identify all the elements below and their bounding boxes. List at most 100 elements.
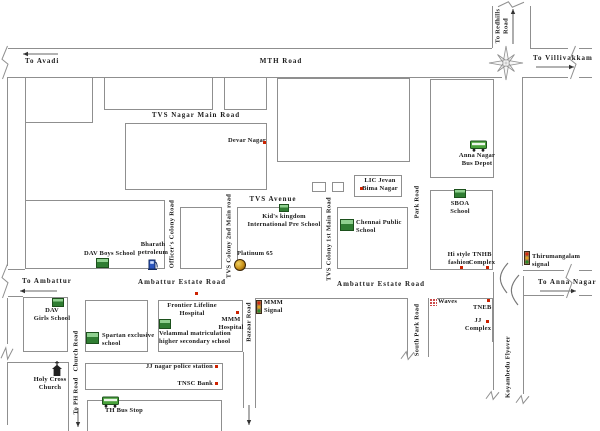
church-road-label: Church Road	[72, 331, 80, 372]
police-bank-block	[85, 363, 223, 390]
building-mark	[332, 182, 344, 192]
road-line	[579, 77, 592, 78]
frontier-lifeline-hospital-label-line: Frontier Lifeline	[167, 302, 217, 309]
park-road-label: Park Road	[413, 186, 421, 219]
road-line	[8, 48, 492, 49]
frontier-block	[158, 300, 243, 352]
tneb-label: TNEB	[473, 304, 492, 312]
tnsc-bank-label: TNSC Bank	[177, 380, 213, 388]
koyambedu-flyover-label-line: Koyambedu Flyover	[504, 336, 512, 398]
bharath-petroleum-icon	[148, 257, 158, 275]
ambattur-estate-road-west-label: Ambattur Estate Road	[138, 278, 226, 286]
city-block	[180, 207, 222, 269]
sboa-block	[430, 190, 493, 270]
tvs-colony-1st-main-road-label: TVS Colony 1st Main Road	[325, 197, 333, 281]
th-bus-stop-label-line: TH Bus Stop	[105, 407, 143, 414]
mmm-hospital-label-line: MMM	[221, 316, 241, 323]
road-line	[8, 296, 23, 297]
lic-jevan-bima-nagar-label-line: LIC Jevan	[364, 177, 396, 184]
flyover-arcs	[499, 262, 520, 306]
bus-stop-block	[87, 400, 222, 431]
velammal-school-label-line: Velammal matriculation	[159, 330, 231, 337]
sboa-school-icon	[454, 189, 466, 198]
waves-label: Waves	[438, 298, 457, 306]
hi-style-fashion-dot	[460, 266, 463, 269]
road-line	[255, 357, 256, 408]
tnhb-complex-dot	[486, 266, 489, 269]
sboa-school-label-line: SBOA	[450, 200, 470, 207]
mth-road-label: MTH Road	[259, 57, 303, 65]
officers-colony-road-label: Officer's Colony Road	[168, 200, 176, 268]
holy-cross-church-label-line: Holy Cross	[33, 376, 67, 383]
dav-girls-school-icon	[52, 298, 64, 307]
road-line	[7, 298, 8, 344]
bazaar-road-label-line: Bazaar Road	[245, 302, 253, 342]
tnsc-bank-label-line: TNSC Bank	[177, 380, 213, 387]
thirumangalam-signal-label-line: signal	[532, 261, 550, 268]
jj-complex-dot	[486, 320, 489, 323]
south-park-road-label-line: South Park Road	[413, 303, 421, 357]
road-line	[530, 48, 568, 49]
dav-girls-school-label-line: Girls School	[33, 315, 71, 322]
anna-nagar-bus-depot-label-line: Bus Depot	[461, 160, 493, 167]
city-block	[25, 77, 93, 123]
mmm-hospital-dot	[236, 311, 239, 314]
anna-nagar-bus-depot-icon	[470, 139, 487, 157]
platinum-65-icon	[234, 259, 246, 271]
road-line	[579, 48, 592, 49]
city-block	[224, 77, 267, 110]
platinum-kids-block	[237, 207, 322, 269]
tnhb-complex-label-line: TNHB	[472, 251, 492, 258]
jj-complex-label-line: Complex	[464, 325, 492, 332]
spartan-school-label-line: school	[102, 340, 121, 347]
tvs-colony-1st-main-road-label-line: TVS Colony 1st Main Road	[325, 197, 333, 281]
bus-depot-block	[430, 79, 494, 178]
kids-kingdom-label-line: Kid's kingdom	[262, 213, 306, 220]
platinum-65-label: Platinum 65	[237, 250, 273, 258]
frontier-lifeline-dot	[195, 292, 198, 295]
jj-nagar-police-station-label-line: JJ nagar police station	[145, 363, 213, 370]
tvs-nagar-main-road-label: TVS Nagar Main Road	[151, 111, 241, 119]
spartan-school-label-line: Spartan exclusive	[102, 332, 155, 339]
lic-jevan-bima-nagar-label-line: Bima Nagar	[362, 185, 398, 192]
tneb-label-line: TNEB	[473, 304, 492, 311]
dav-boys-school-label: DAV Boys School	[84, 250, 135, 258]
road-line	[523, 295, 564, 296]
road-line	[428, 342, 429, 357]
to-avadi-label: To Avadi	[25, 57, 60, 65]
mmm-hospital-label-line: Hospital	[218, 324, 244, 331]
road-line	[523, 270, 564, 271]
road-line	[68, 362, 69, 431]
to-anna-nagar-label: To Anna Nagar	[538, 278, 597, 286]
road-line	[8, 77, 502, 78]
holy-cross-church-label-line: Church	[38, 384, 62, 391]
anna-nagar-bus-depot-label-line: Anna Nagar	[458, 152, 496, 159]
road-line	[530, 6, 531, 48]
road-line	[492, 6, 493, 48]
chennai-public-school-icon	[340, 219, 354, 231]
city-block	[104, 77, 213, 110]
thirumangalam-signal-icon	[524, 251, 530, 270]
lic-jevan-dot	[360, 187, 363, 190]
chennai-public-block	[337, 207, 408, 269]
hi-style-fashion-label-line: fashion	[448, 259, 470, 266]
th-bus-stop-label: TH Bus Stop	[105, 407, 143, 415]
hi-style-fashion-label-line: Hi style	[447, 251, 471, 258]
waves-label-line: Waves	[438, 298, 458, 305]
mmm-signal-icon	[256, 300, 262, 319]
church-road-label-line: Church Road	[72, 330, 80, 372]
tvs-colony-2nd-main-road-label-line: TVS Colony 2nd Main road	[225, 193, 233, 279]
to-villivakkam-label: To Villivakkam	[533, 54, 593, 62]
kids-kingdom-label-line: International Pre School	[247, 221, 321, 228]
city-block	[255, 298, 408, 357]
